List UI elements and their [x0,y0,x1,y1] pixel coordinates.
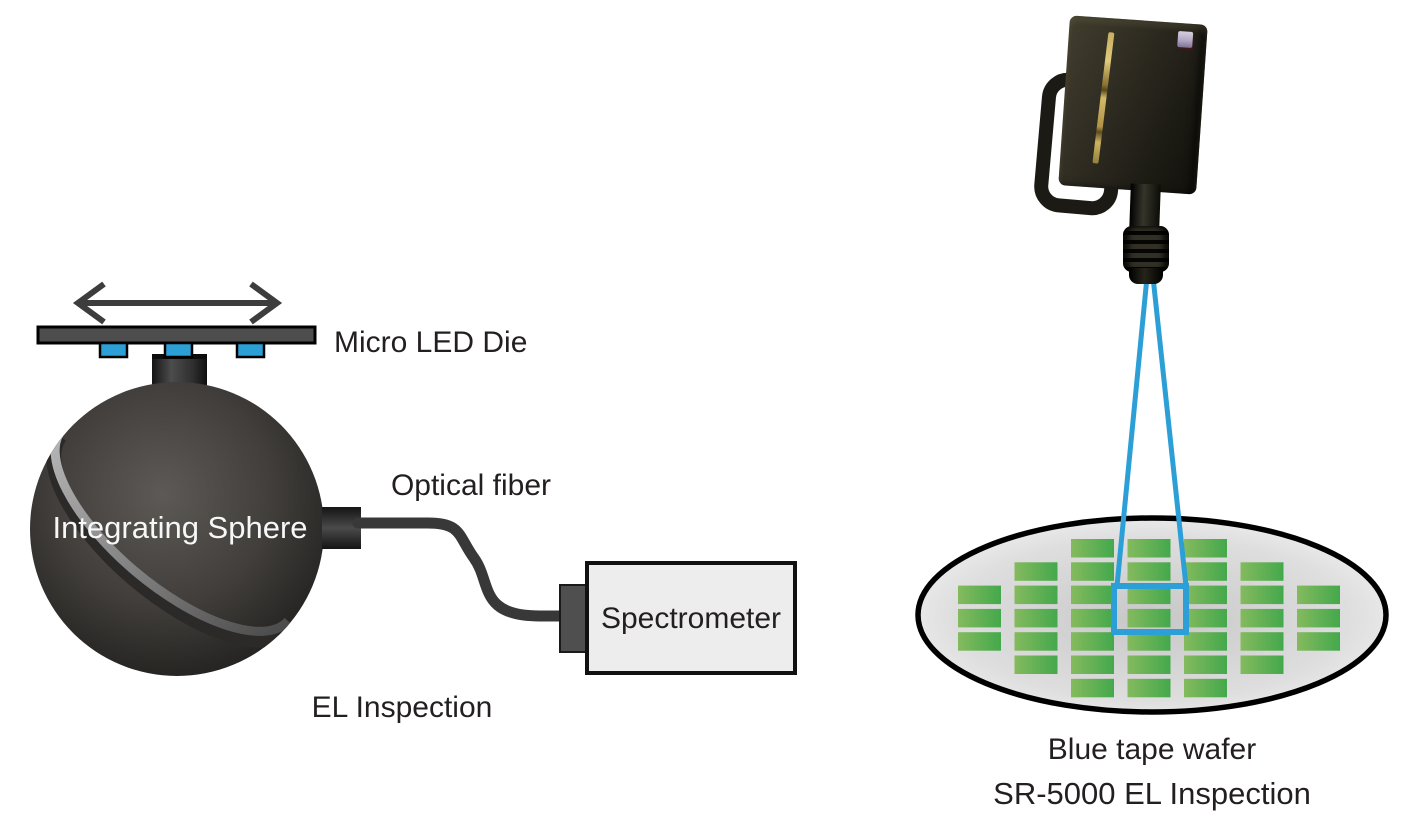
micro-led-chip [235,341,266,359]
wafer-die [1184,655,1227,674]
spectrometer-box [585,561,797,675]
wafer-die [1297,632,1340,651]
wafer-die [1071,562,1114,581]
capture-frame [1111,583,1189,635]
wafer-die-grid [958,539,1340,698]
camera-brand-logo [1177,30,1194,48]
sphere-fiber-port [322,507,361,549]
wafer-die [1071,655,1114,674]
wafer-die [1014,562,1058,581]
wafer-die [1240,585,1284,605]
wafer-die [1184,632,1227,651]
wafer-die [1240,562,1284,581]
wafer-die [1127,632,1171,651]
camera-gold-stripe [1092,32,1115,164]
wafer-die [1014,608,1058,628]
wafer-die [958,632,1001,651]
wafer-die [1127,655,1171,674]
wafer-die [1071,632,1114,651]
wafer-die [1184,539,1227,558]
wafer-die [1297,608,1340,628]
wafer-die [1127,678,1171,698]
camera-body [1058,15,1208,195]
integrating-sphere-label: Integrating Sphere [52,510,308,545]
wafer-die [1127,585,1171,605]
wafer-die [1127,608,1171,628]
spectrometer-connector [559,584,590,653]
wafer-die [1014,655,1058,674]
sphere-top-stub [152,354,207,386]
camera-lens-barrel [1123,226,1169,272]
wafer-die [1184,678,1227,698]
wafer-die [1184,608,1227,628]
wafer-die [1240,655,1284,674]
optical-fiber-label: Optical fiber [390,469,552,502]
optical-fiber-cable [352,517,570,622]
blue-tape-wafer-caption: Blue tape wafer [1047,733,1257,766]
wafer-die [1240,608,1284,628]
sphere-seam-band [46,427,298,648]
wafer-die [1014,632,1058,651]
sphere-seam-highlight [50,427,292,636]
micro-led-die-label: Micro LED Die [334,326,528,359]
wafer-die [1071,608,1114,628]
die-carrier-plate [36,325,317,345]
wafer-die [1184,562,1227,581]
wafer-die [958,608,1001,628]
wafer-die [1297,585,1340,605]
sr5000-camera [1032,12,1212,284]
micro-led-chip [163,341,194,359]
camera-lens-tip [1129,268,1163,284]
fov-cone-left-line [1114,276,1150,587]
wafer-die [1071,678,1114,698]
traverse-double-arrow-icon [72,281,283,325]
sr5000-el-inspection-caption: SR-5000 EL Inspection [993,776,1311,811]
fov-cone-right-line [1150,276,1189,587]
integrating-sphere [30,382,324,676]
wafer-die [1071,585,1114,605]
wafer-die [1014,585,1058,605]
wafer-die [1071,539,1114,558]
micro-led-chip [98,341,129,359]
wafer-die [1127,539,1171,558]
wafer-die [958,585,1001,605]
el-inspection-caption: EL Inspection [311,691,493,724]
spectrometer-label: Spectrometer [600,601,782,635]
wafer-die [1127,562,1171,581]
wafer-die [1240,632,1284,651]
wafer-die [1184,585,1227,605]
